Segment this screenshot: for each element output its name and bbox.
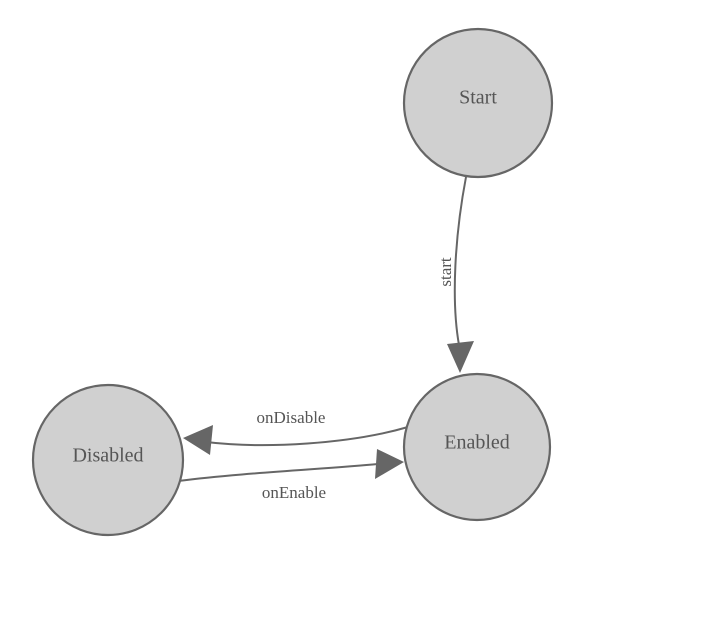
node-start-label: Start [459,87,497,109]
node-start[interactable]: Start [402,27,554,179]
node-start-circle [402,27,554,179]
edge-label-onenable: onEnable [262,483,326,502]
node-enabled-label: Enabled [444,432,510,454]
edge-label-ondisable: onDisable [257,408,326,427]
edge-disabled-to-enabled[interactable]: onEnable [177,449,404,502]
edge-label-start: start [436,257,455,287]
node-disabled[interactable]: Disabled [31,383,185,537]
node-enabled[interactable]: Enabled [402,372,552,522]
node-disabled-circle [31,383,185,537]
node-enabled-circle [402,372,552,522]
edge-enabled-to-disabled[interactable]: onDisable [183,408,409,455]
arrowhead-left-icon [183,425,213,455]
edge-enabled-to-disabled-path [205,426,409,447]
arrowhead-right-icon [375,449,404,479]
node-disabled-label: Disabled [72,445,143,467]
arrowhead-down-icon [447,341,474,373]
edge-disabled-to-enabled-path [177,463,379,482]
edge-start-to-enabled-path [453,176,467,346]
edge-start-to-enabled[interactable]: start [436,176,474,373]
